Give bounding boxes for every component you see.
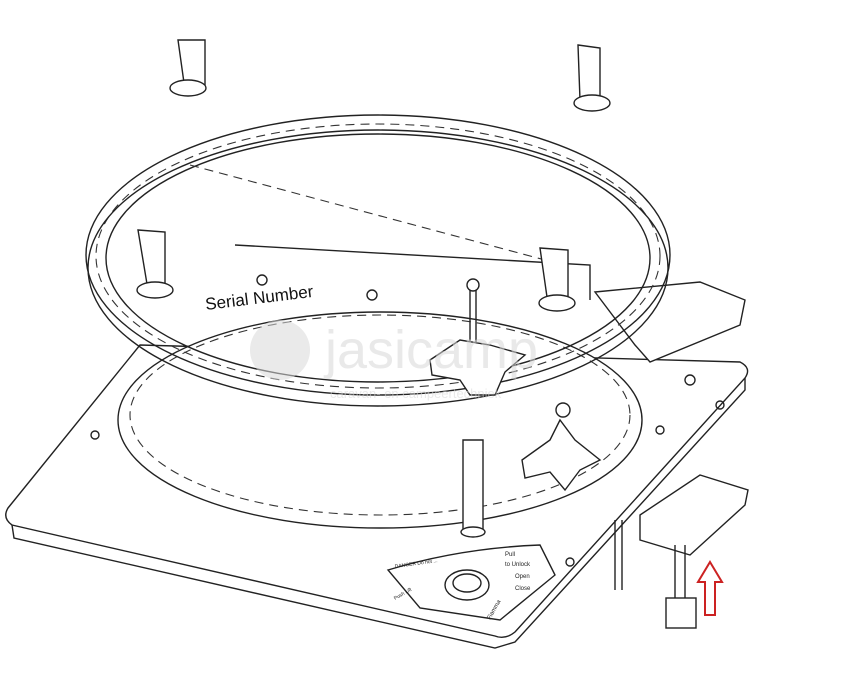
pull-text: Pull xyxy=(505,552,515,558)
serial-number-label: Serial Number xyxy=(204,282,314,314)
red-up-arrow-icon xyxy=(696,560,724,616)
circuit-board xyxy=(639,474,749,556)
knob-and-shaft xyxy=(429,278,602,538)
latch-bracket xyxy=(593,281,746,363)
connector xyxy=(614,520,697,629)
watermark-tagline: caravan- en campeertechniek xyxy=(330,386,502,401)
unlock-text: to Unlock xyxy=(505,562,531,568)
close-text: Close xyxy=(515,586,531,592)
watermark-logo-icon xyxy=(250,320,310,380)
plate-label: DANGER Do not ... Pull to Unlock Open Cl… xyxy=(386,544,556,621)
open-text: Open xyxy=(515,574,530,580)
upper-ring xyxy=(85,114,671,407)
watermark: jasicamp caravan- en campeertechniek xyxy=(250,320,538,401)
watermark-brand: jasicamp xyxy=(323,320,538,380)
warning-text: DANGER Do not ... xyxy=(394,558,437,570)
clips xyxy=(136,39,611,312)
